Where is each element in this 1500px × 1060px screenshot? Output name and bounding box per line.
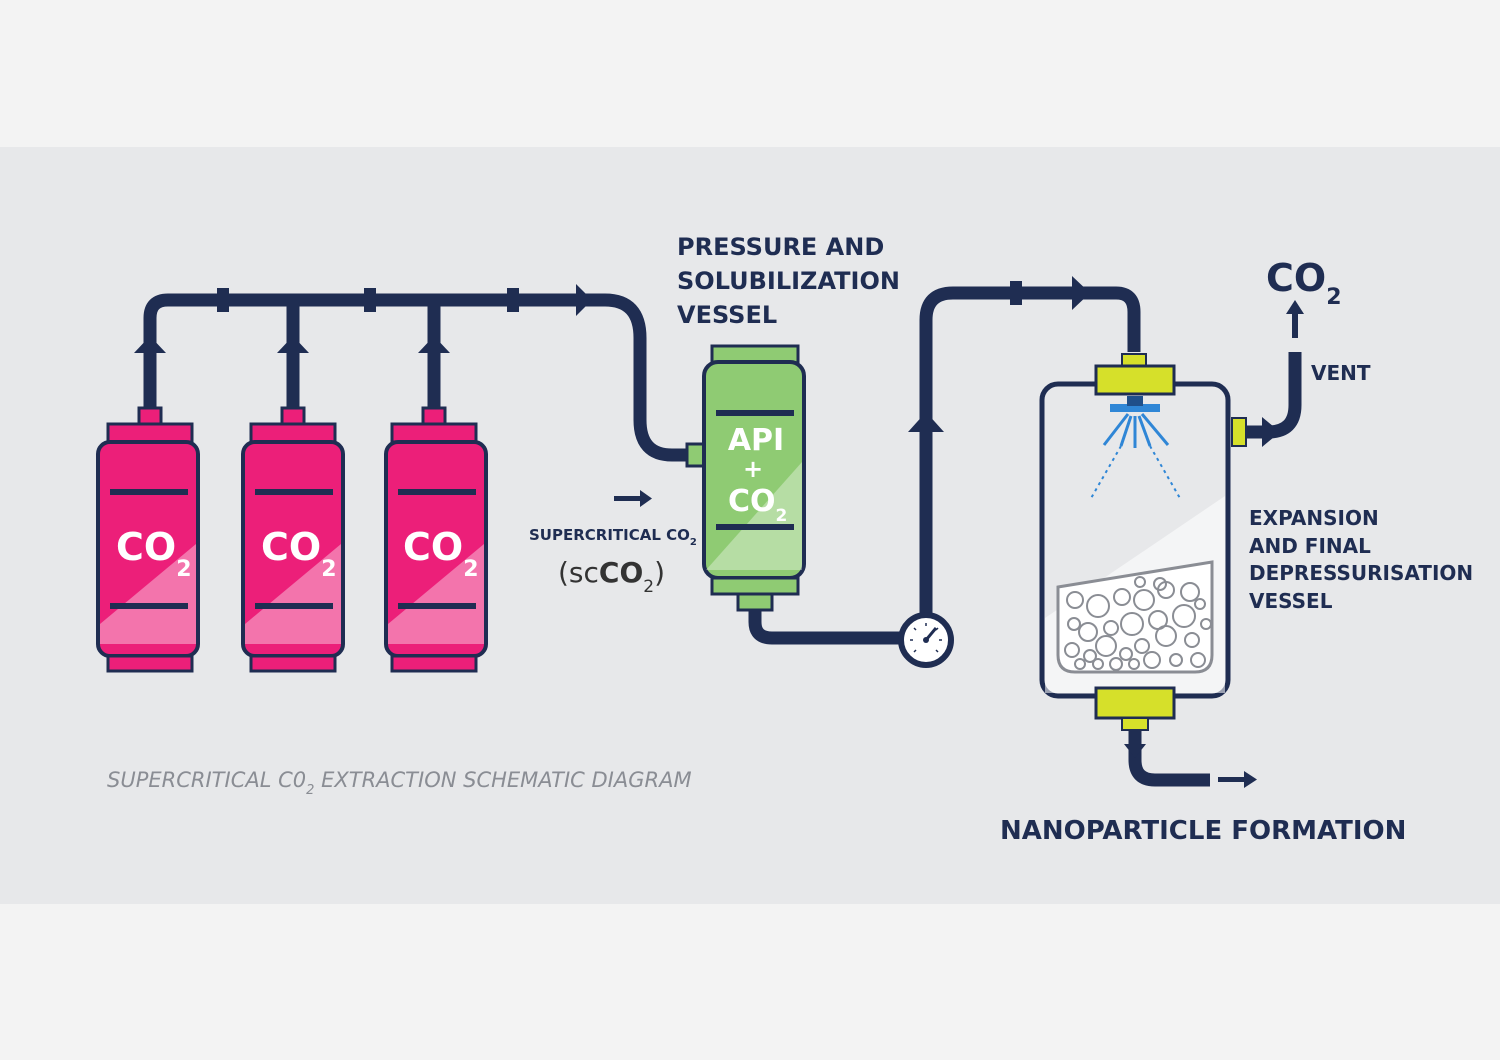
supercritical-label: SUPERCRITICAL CO2 (scCO2): [529, 490, 697, 597]
particle: [1078, 622, 1098, 642]
particle: [1120, 612, 1144, 636]
flow-arrow-down-icon: [1124, 744, 1146, 758]
svg-text:API: API: [728, 423, 784, 458]
particle: [1143, 651, 1161, 669]
nanoparticles: [1064, 576, 1212, 671]
particle: [1119, 647, 1133, 661]
pressure-gauge-icon: [898, 612, 954, 668]
transfer-pipes: [748, 286, 1141, 645]
output-arrow-icon: [1218, 771, 1257, 788]
flow-arrow-up-icon: [908, 412, 944, 432]
particle: [1103, 620, 1119, 636]
particle: [1134, 638, 1150, 654]
diagram-caption: SUPERCRITICAL C02 EXTRACTION SCHEMATIC D…: [107, 768, 692, 798]
flow-arrow-right-icon: [1262, 417, 1280, 447]
flow-arrow-up-icon: [277, 336, 309, 353]
co2-tank-3: CO2: [384, 406, 488, 673]
svg-text:CO2: CO2: [728, 484, 787, 526]
tank-label: CO2: [403, 525, 479, 582]
flow-arrows-supply: [134, 284, 592, 353]
particle: [1128, 658, 1140, 670]
svg-text:+: +: [743, 455, 763, 483]
spray-nozzle-icon: [1089, 396, 1182, 501]
tank-label: CO2: [116, 525, 192, 582]
particle: [1086, 594, 1110, 618]
particle-basket: [1056, 560, 1214, 674]
co2-tank-2: CO2: [241, 406, 345, 673]
particle: [1083, 649, 1097, 663]
particle: [1133, 589, 1155, 611]
pipe-coupling: [1010, 281, 1022, 305]
particle: [1095, 635, 1117, 657]
svg-text:SUPERCRITICAL CO2: SUPERCRITICAL CO2: [529, 526, 697, 548]
flow-arrow-right-icon: [1072, 276, 1090, 310]
expansion-vessel-title: EXPANSION AND FINAL DEPRESSURISATION VES…: [1249, 506, 1480, 613]
particle: [1184, 632, 1200, 648]
pressure-vessel-title: PRESSURE AND SOLUBILIZATION VESSEL: [677, 233, 908, 329]
particle: [1109, 657, 1123, 671]
vent-co2-label: CO2: [1266, 256, 1342, 310]
particle: [1113, 588, 1131, 606]
particle: [1169, 653, 1183, 667]
particle: [1134, 576, 1146, 588]
particle: [1067, 617, 1081, 631]
particle: [1066, 591, 1084, 609]
particle: [1172, 604, 1196, 628]
particle: [1200, 618, 1212, 630]
vent-label: VENT: [1311, 361, 1371, 385]
svg-text:(scCO2): (scCO2): [558, 556, 665, 597]
vent-arrow-up-icon: [1286, 300, 1304, 338]
pipe-couplings: [217, 288, 519, 312]
particle: [1190, 652, 1206, 668]
outlet-pipe: [1128, 730, 1210, 787]
arrow-right-icon: [640, 490, 652, 507]
flow-arrow-right-icon: [576, 284, 592, 316]
flow-arrow-up-icon: [418, 336, 450, 353]
particle: [1074, 658, 1086, 670]
particle: [1155, 625, 1177, 647]
particle: [1153, 577, 1167, 591]
pressure-vessel: API + CO2: [685, 344, 806, 612]
particle: [1092, 658, 1104, 670]
nanoparticle-formation-label: NANOPARTICLE FORMATION: [1000, 816, 1406, 846]
particle: [1180, 582, 1200, 602]
vent-pipe: [1246, 352, 1302, 439]
particle: [1064, 642, 1080, 658]
header-pipe: [143, 293, 690, 462]
tank-label: CO2: [261, 525, 337, 582]
particle: [1194, 598, 1206, 610]
supply-pipes: [143, 293, 690, 462]
co2-tank-1: CO2: [96, 406, 200, 673]
flow-arrow-up-icon: [134, 336, 166, 353]
